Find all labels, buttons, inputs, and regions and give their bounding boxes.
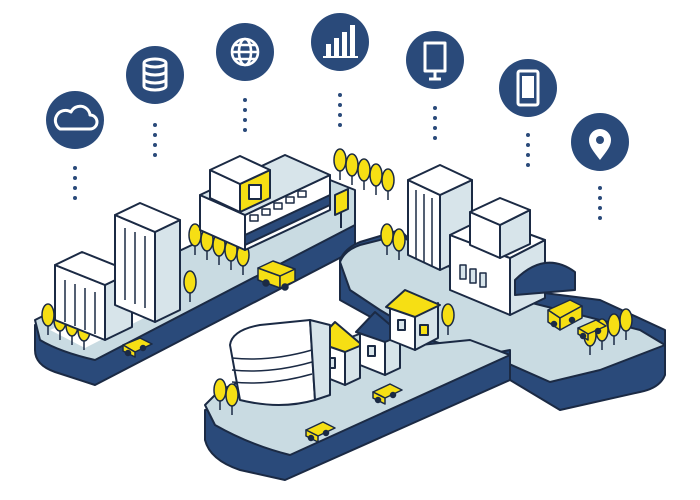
dots-database	[153, 123, 157, 157]
tree-row-right	[380, 223, 633, 355]
tree-row-bottom	[213, 378, 239, 415]
sign-post	[334, 188, 349, 228]
vehicles	[122, 260, 607, 443]
dots-chart	[338, 93, 342, 127]
bus	[547, 299, 583, 331]
dots-monitor	[433, 106, 437, 140]
house-3	[385, 289, 441, 351]
dots-globe	[243, 98, 247, 132]
houses	[315, 289, 441, 386]
trees	[41, 148, 633, 415]
car-center	[372, 383, 403, 405]
bar-chart-icon	[311, 13, 369, 71]
database-icon	[126, 46, 184, 104]
round-office-building	[229, 319, 331, 406]
dots-smartphone	[526, 133, 530, 167]
car-left	[122, 337, 153, 358]
smartphone-icon	[499, 59, 557, 117]
dots-cloud	[73, 166, 77, 200]
cloud-icon	[46, 91, 104, 149]
tree-row-top	[333, 148, 395, 200]
globe-icon	[216, 23, 274, 81]
monitor-icon	[406, 31, 464, 89]
dots-pin	[598, 186, 602, 220]
house-1	[315, 321, 363, 386]
connection-dots	[73, 93, 602, 220]
shopping-mall	[199, 154, 349, 251]
office-tower-left	[114, 202, 181, 323]
location-pin-icon	[571, 113, 629, 171]
office-complex-right	[449, 197, 576, 316]
car-bottom	[305, 421, 336, 443]
truck	[257, 260, 296, 291]
car-right	[577, 319, 607, 341]
